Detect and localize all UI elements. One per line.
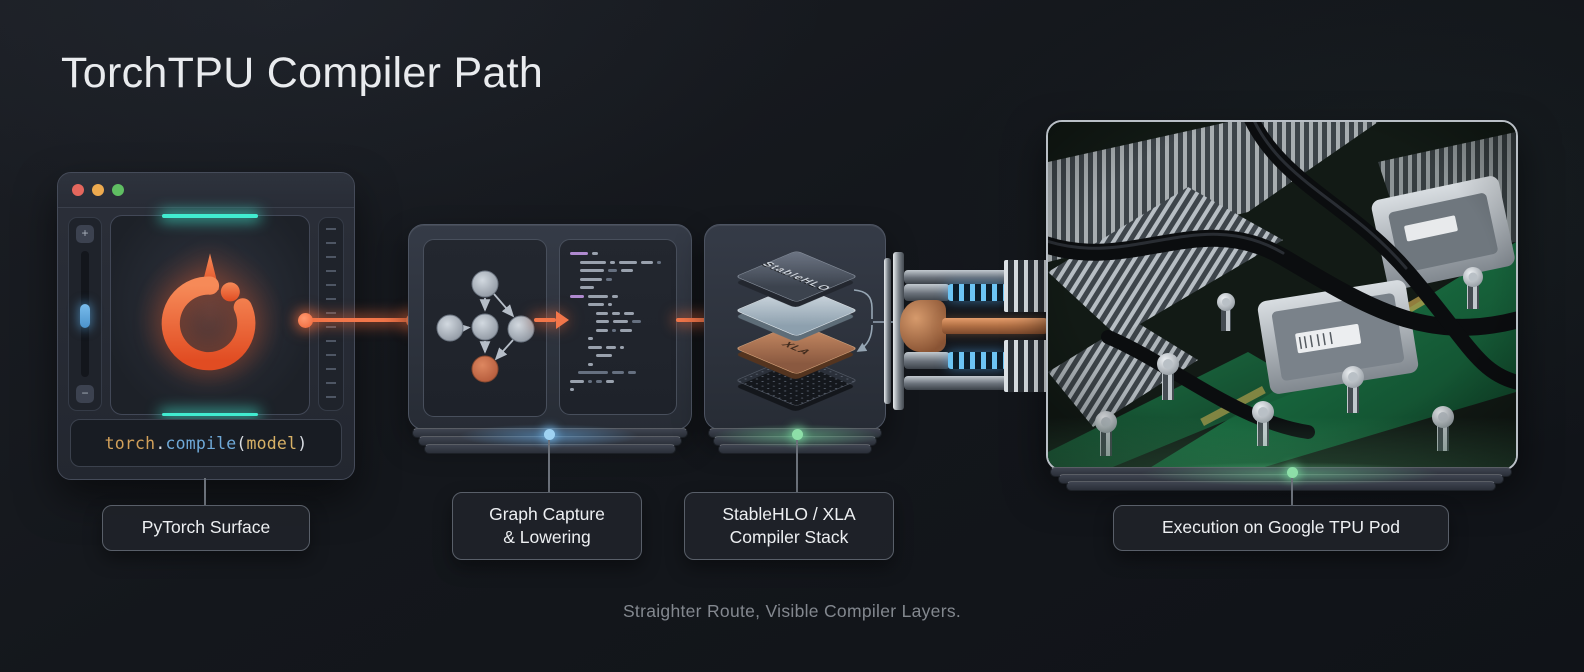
close-button[interactable] [72, 184, 84, 196]
code-token-close-paren: ) [297, 433, 308, 453]
green-connector-dot [791, 428, 803, 440]
heatsink-fins-bottom [1004, 340, 1048, 392]
stage-label-tpu-execution: Execution on Google TPU Pod [1113, 505, 1449, 551]
flow-connector-1-start-dot [298, 312, 313, 328]
inner-arrow-line [534, 318, 556, 322]
caption: Straighter Route, Visible Compiler Layer… [622, 601, 962, 621]
pytorch-logo-icon [161, 253, 256, 371]
pipe-segment [904, 284, 950, 301]
stage-label-graph-capture: Graph Capture& Lowering [452, 492, 642, 560]
label-connector-line [548, 440, 550, 492]
code-token-open-paren: ( [236, 433, 247, 453]
graph-capture-card [408, 224, 692, 430]
blue-connector-dot [543, 428, 555, 440]
minimize-button[interactable] [92, 184, 104, 196]
inner-arrow-head [556, 311, 569, 329]
ruler-strip [318, 217, 344, 411]
compiler-stack-card: XLA StableHLO [704, 224, 886, 430]
blue-lit-pipe-bottom [948, 352, 1006, 369]
ruler-ticks [326, 228, 336, 400]
code-token-argument: model [246, 433, 298, 453]
code-token-dot: . [155, 433, 166, 453]
chip-layer-stablehlo: StableHLO [734, 233, 858, 318]
heatsink-fins-top [1004, 260, 1048, 312]
dag-graph-icon [436, 270, 535, 383]
zoom-button[interactable] [112, 184, 124, 196]
label-connector-line [204, 478, 206, 505]
stage-label-pytorch-surface: PyTorch Surface [102, 505, 310, 551]
copper-funnel [900, 300, 946, 352]
code-token-object: torch [104, 433, 156, 453]
page-title: TorchTPU Compiler Path [61, 49, 544, 97]
tpu-pod-photo [1046, 120, 1518, 471]
tpu-hardware-illustration [1048, 122, 1516, 469]
lowered-node [471, 355, 499, 383]
vertical-slider-panel: + − [68, 217, 102, 411]
flow-connector-1 [303, 318, 413, 322]
torch-compile-code: torch.compile(model) [70, 419, 342, 467]
stage-label-text: Graph Capture& Lowering [489, 503, 605, 547]
teal-glow-line-top [162, 214, 258, 218]
label-connector-line [1291, 478, 1293, 505]
stage-label-text: Execution on Google TPU Pod [1161, 517, 1401, 538]
green-connector-dot [1286, 466, 1298, 478]
copper-pipe [942, 318, 1048, 334]
interconnect-pipe-assembly [884, 252, 1048, 410]
ir-code-panel [559, 239, 677, 415]
stage-label-text: PyTorch Surface [141, 517, 271, 538]
window-titlebar [58, 173, 354, 208]
pytorch-logo-viewport [110, 214, 310, 416]
slider-track[interactable] [80, 251, 90, 377]
code-token-method: compile [165, 433, 237, 453]
teal-glow-line-bottom [162, 412, 258, 416]
pytorch-window: + − torch. [57, 172, 355, 480]
minus-button[interactable]: − [76, 385, 94, 403]
dag-graph-panel [423, 239, 547, 417]
blue-lit-pipe-top [948, 284, 1006, 301]
pipe-flange [893, 252, 904, 410]
stablehlo-chip-label: StableHLO [758, 260, 834, 293]
pipe-segment [904, 352, 950, 369]
label-connector-line [796, 440, 798, 492]
plus-button[interactable]: + [76, 225, 94, 243]
slider-handle[interactable] [80, 303, 90, 328]
pipe-flange [884, 258, 891, 404]
